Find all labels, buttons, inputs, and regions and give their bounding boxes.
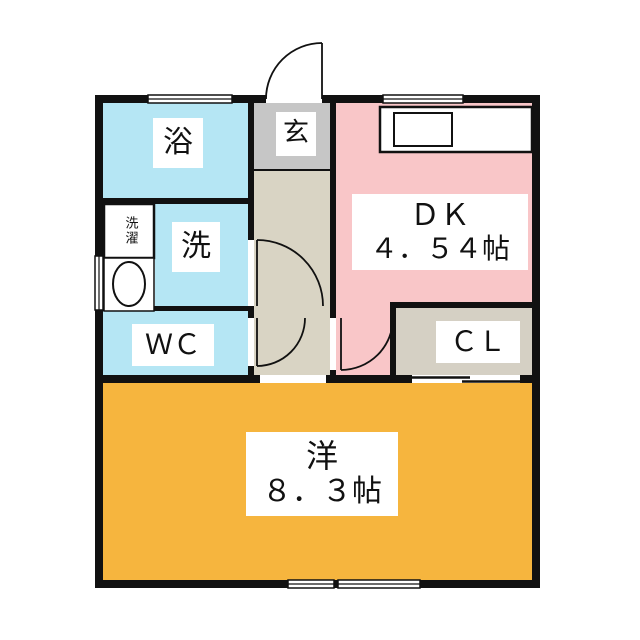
wall-corridor-left bbox=[248, 103, 254, 375]
wall-closet-left bbox=[390, 308, 396, 375]
washroom-label: 洗 bbox=[172, 222, 220, 272]
western-room-size-text: ８．３帖 bbox=[262, 474, 382, 510]
bath-label-text: 浴 bbox=[163, 124, 193, 160]
dk-label: ＤＫ ４．５４帖 bbox=[352, 194, 528, 270]
entrance-label-text: 玄 bbox=[282, 118, 309, 149]
closet-label-text: ＣＬ bbox=[449, 324, 506, 358]
room-dk-vestibule bbox=[336, 302, 390, 375]
washroom-label-text: 洗 bbox=[181, 228, 211, 264]
closet-label: ＣＬ bbox=[436, 321, 520, 363]
room-corridor bbox=[254, 170, 330, 375]
wall-above-closet bbox=[390, 302, 532, 308]
toilet-label: ＷＣ bbox=[132, 324, 214, 366]
window-top-dk-icon bbox=[382, 94, 464, 104]
window-bottom-right-icon bbox=[337, 579, 421, 589]
wall-above-western bbox=[95, 375, 540, 383]
wall-below-bath bbox=[103, 198, 254, 204]
entrance-door-arc-icon bbox=[265, 42, 323, 100]
dk-label-text: ＤＫ bbox=[410, 197, 470, 233]
laundry-label: 洗濯 bbox=[108, 207, 150, 255]
bath-label: 浴 bbox=[153, 118, 203, 168]
washbasin-icon bbox=[103, 257, 155, 312]
dk-size-text: ４．５４帖 bbox=[369, 232, 510, 266]
window-bottom-left-icon bbox=[287, 579, 335, 589]
wall-above-toilet bbox=[103, 306, 254, 311]
wall-corridor-right bbox=[330, 103, 336, 375]
entrance-door-opening bbox=[266, 95, 322, 103]
window-top-bath-icon bbox=[147, 94, 233, 104]
western-room-label: 洋 ８．３帖 bbox=[246, 432, 398, 516]
toilet-label-text: ＷＣ bbox=[144, 327, 201, 361]
laundry-label-text: 洗濯 bbox=[122, 216, 138, 246]
window-left-washarea-icon bbox=[94, 255, 104, 311]
entrance-label: 玄 bbox=[276, 112, 316, 156]
western-room-label-text: 洋 bbox=[305, 437, 338, 476]
